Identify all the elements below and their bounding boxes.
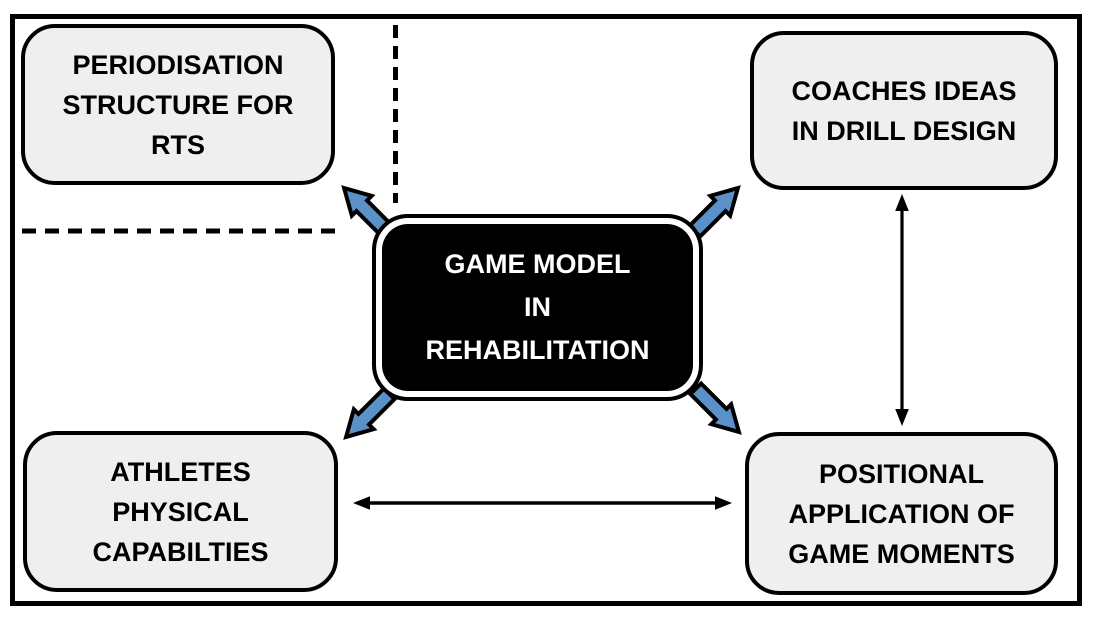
node-periodisation-structure-for-rts: PERIODISATION STRUCTURE FOR RTS <box>21 24 335 185</box>
outer-border-frame <box>10 14 1082 606</box>
node-label: PERIODISATION STRUCTURE FOR RTS <box>62 49 294 160</box>
node-positional-application-of-game-moments: POSITIONAL APPLICATION OF GAME MOMENTS <box>745 432 1058 595</box>
center-node-inner: GAME MODEL IN REHABILITATION <box>382 224 693 391</box>
node-label: COACHES IDEAS IN DRILL DESIGN <box>791 75 1017 146</box>
node-game-model-in-rehabilitation: GAME MODEL IN REHABILITATION <box>372 214 703 401</box>
center-node-label: GAME MODEL IN REHABILITATION <box>425 249 650 365</box>
node-label: ATHLETES PHYSICAL CAPABILTIES <box>92 456 269 567</box>
node-label: POSITIONAL APPLICATION OF GAME MOMENTS <box>788 458 1015 569</box>
node-athletes-physical-capabilties: ATHLETES PHYSICAL CAPABILTIES <box>23 431 338 592</box>
node-coaches-ideas-in-drill-design: COACHES IDEAS IN DRILL DESIGN <box>750 31 1058 190</box>
